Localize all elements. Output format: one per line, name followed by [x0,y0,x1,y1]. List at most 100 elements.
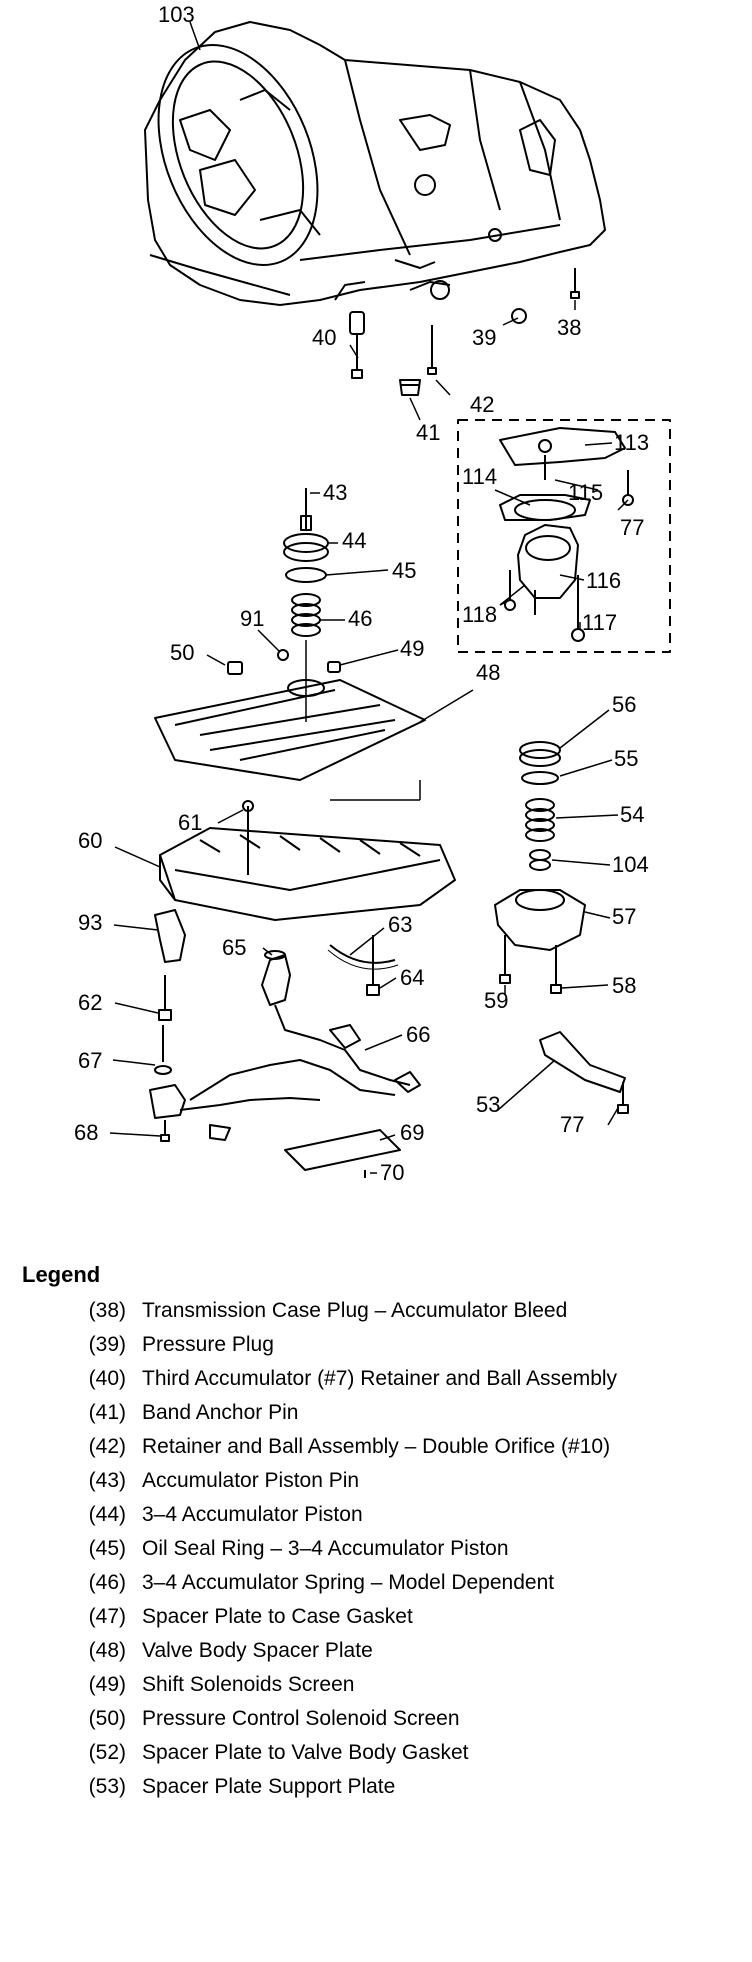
legend-item-number: (39) [88,1333,126,1356]
callout-67: 67 [78,1048,102,1073]
legend-item-number: (43) [88,1469,126,1492]
callout-62: 62 [78,990,102,1015]
callout-77b: 77 [560,1112,584,1137]
legend-item-number: (41) [88,1401,126,1424]
callout-65: 65 [222,935,246,960]
legend-item: (38) Transmission Case Plug – Accumulator… [22,1298,742,1324]
case-plugs [349,268,580,396]
callout-66: 66 [406,1022,430,1047]
legend-item: (39) Pressure Plug [22,1332,742,1358]
callout-113: 113 [614,430,649,455]
legend-item-number: (48) [88,1639,126,1662]
callout-61: 61 [178,810,202,835]
legend-item: (45) Oil Seal Ring – 3–4 Accumulator Pist… [22,1536,742,1562]
legend-item-text: Retainer and Ball Assembly – Double Orif… [142,1435,611,1458]
callout-103: 103 [158,2,195,27]
legend-item-text: Band Anchor Pin [142,1401,299,1424]
legend-item-text: Valve Body Spacer Plate [142,1639,373,1662]
legend-item-text: Spacer Plate to Valve Body Gasket [142,1741,469,1764]
legend-item-text: 3–4 Accumulator Spring – Model Dependent [142,1571,555,1594]
legend-item: (43) Accumulator Piston Pin [22,1468,742,1494]
legend-item-number: (52) [88,1741,126,1764]
callout-115: 115 [568,480,603,505]
legend-title: Legend [22,1262,101,1287]
legend-item: (49) Shift Solenoids Screen [22,1672,742,1698]
callout-53: 53 [476,1092,500,1117]
callout-46: 46 [348,606,372,631]
legend-item: (52) Spacer Plate to Valve Body Gasket [22,1740,742,1766]
callout-104: 104 [612,852,649,877]
callout-118: 118 [462,602,497,627]
callout-59: 59 [484,988,508,1013]
legend-item-number: (53) [88,1775,126,1798]
legend-item: (47) Spacer Plate to Case Gasket [22,1604,742,1630]
callout-49: 49 [400,636,424,661]
legend-item-text: Shift Solenoids Screen [142,1673,355,1696]
legend-item-number: (38) [88,1299,126,1322]
legend-item-number: (47) [88,1605,126,1628]
callout-55: 55 [614,746,638,771]
callout-41: 41 [416,420,440,445]
callout-44: 44 [342,528,366,553]
legend-item-text: Transmission Case Plug – Accumulator Ble… [142,1299,568,1322]
callout-69: 69 [400,1120,424,1145]
legend-list: (38) Transmission Case Plug – Accumulator… [22,1298,742,1800]
callout-116: 116 [586,568,621,593]
callout-48: 48 [476,660,500,685]
callout-42: 42 [470,392,494,417]
callout-64: 64 [400,965,424,990]
legend-item: (53)Spacer Plate Support Plate [22,1774,742,1800]
callout-43: 43 [323,480,347,505]
callout-70: 70 [380,1160,404,1185]
legend-item-text: Pressure Plug [142,1333,274,1356]
legend-item-number: (44) [88,1503,126,1526]
legend-item-text: Pressure Control Solenoid Screen [142,1707,460,1730]
transmission-case [144,21,606,306]
callout-77: 77 [620,515,644,540]
callout-68: 68 [74,1120,98,1145]
legend: Legend (38) Transmission Case Plug – Accu… [22,1262,742,1808]
valve-body-spacer-plate [154,679,426,781]
callout-38: 38 [557,315,581,340]
callout-54: 54 [620,802,644,827]
callout-117: 117 [582,610,617,635]
legend-item: (40) Third Accumulator (#7) Retainer and … [22,1366,742,1392]
exploded-parts-diagram: 103 40 39 38 42 41 113 114 115 77 116 11… [74,2,671,1185]
accumulator-stack [283,488,329,722]
callout-45: 45 [392,558,416,583]
callout-91: 91 [240,606,264,631]
wiring-harness [179,950,421,1141]
legend-item: (46) 3–4 Accumulator Spring – Model Depen… [22,1570,742,1596]
callout-50: 50 [170,640,194,665]
legend-item: (41) Band Anchor Pin [22,1400,742,1426]
legend-item-number: (50) [88,1707,126,1730]
callout-93: 93 [78,910,102,935]
legend-item-text: Spacer Plate to Case Gasket [142,1605,413,1628]
legend-item-text: Accumulator Piston Pin [142,1469,360,1492]
legend-item: (42) Retainer and Ball Assembly – Double … [22,1434,742,1460]
callout-labels: 103 40 39 38 42 41 113 114 115 77 116 11… [74,2,649,1185]
callout-58: 58 [612,973,636,998]
legend-item: (44)3–4 Accumulator Piston [22,1502,742,1528]
legend-item-text: Third Accumulator (#7) Retainer and Ball… [142,1367,618,1390]
callout-114: 114 [462,464,497,489]
callout-63: 63 [388,912,412,937]
legend-item-number: (49) [88,1673,126,1696]
servo-cover-group [499,427,634,642]
callout-40: 40 [312,325,336,350]
callout-57: 57 [612,904,636,929]
legend-item: (48) Valve Body Spacer Plate [22,1638,742,1664]
legend-item-text: Oil Seal Ring – 3–4 Accumulator Piston [142,1537,509,1560]
right-accumulator-stack [494,741,586,994]
legend-item-number: (42) [88,1435,126,1458]
legend-item-number: (46) [88,1571,126,1594]
callout-60: 60 [78,828,102,853]
legend-item: (50) Pressure Control Solenoid Screen [22,1706,742,1732]
valve-body [159,800,456,921]
legend-item-number: (45) [88,1537,126,1560]
left-fasteners [149,909,186,1142]
callout-39: 39 [472,325,496,350]
callout-56: 56 [612,692,636,717]
legend-item-number: (40) [88,1367,126,1390]
